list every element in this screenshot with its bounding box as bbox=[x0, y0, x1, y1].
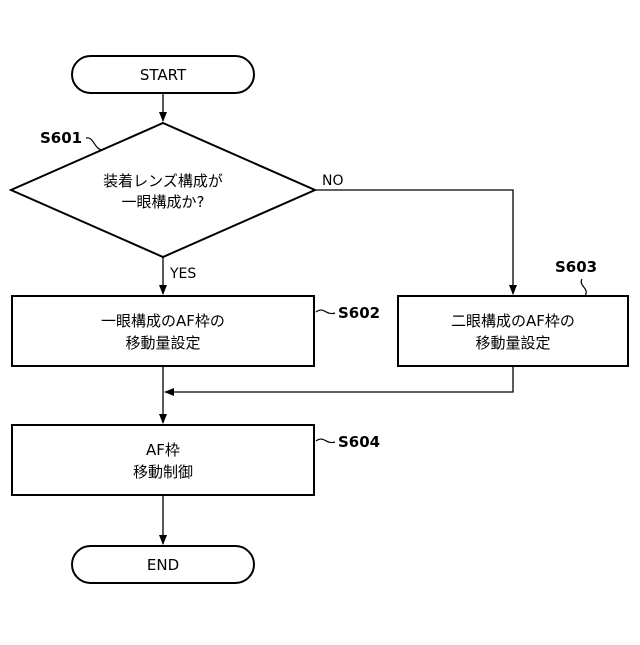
start-terminator: START bbox=[72, 56, 254, 93]
process-s603: 二眼構成のAF枠の 移動量設定 bbox=[398, 296, 628, 366]
s604-line-2: 移動制御 bbox=[133, 463, 193, 481]
s604-line-1: AF枠 bbox=[146, 441, 180, 459]
s601-line-2: 一眼構成か? bbox=[122, 193, 205, 211]
leader-s601 bbox=[86, 138, 103, 150]
s603-line-2: 移動量設定 bbox=[475, 334, 550, 352]
leader-s602 bbox=[316, 310, 335, 314]
leader-s604 bbox=[316, 439, 335, 443]
s603-line-1: 二眼構成のAF枠の bbox=[451, 312, 575, 330]
s601-line-1: 装着レンズ構成が bbox=[103, 172, 223, 190]
no-label: NO bbox=[322, 173, 344, 189]
step-label-s602: S602 bbox=[338, 304, 380, 322]
edge-no-to-s603 bbox=[315, 190, 513, 294]
step-label-s604: S604 bbox=[338, 433, 380, 451]
end-terminator: END bbox=[72, 546, 254, 583]
end-label: END bbox=[147, 556, 179, 574]
leader-s603 bbox=[581, 279, 586, 296]
yes-label: YES bbox=[169, 266, 196, 282]
process-s604: AF枠 移動制御 bbox=[12, 425, 314, 495]
start-label: START bbox=[140, 66, 187, 84]
process-s602: 一眼構成のAF枠の 移動量設定 bbox=[12, 296, 314, 366]
step-label-s603: S603 bbox=[555, 258, 597, 276]
s602-line-2: 移動量設定 bbox=[125, 334, 200, 352]
step-label-s601: S601 bbox=[40, 129, 82, 147]
edge-s603-merge bbox=[165, 366, 513, 392]
s602-line-1: 一眼構成のAF枠の bbox=[101, 312, 225, 330]
